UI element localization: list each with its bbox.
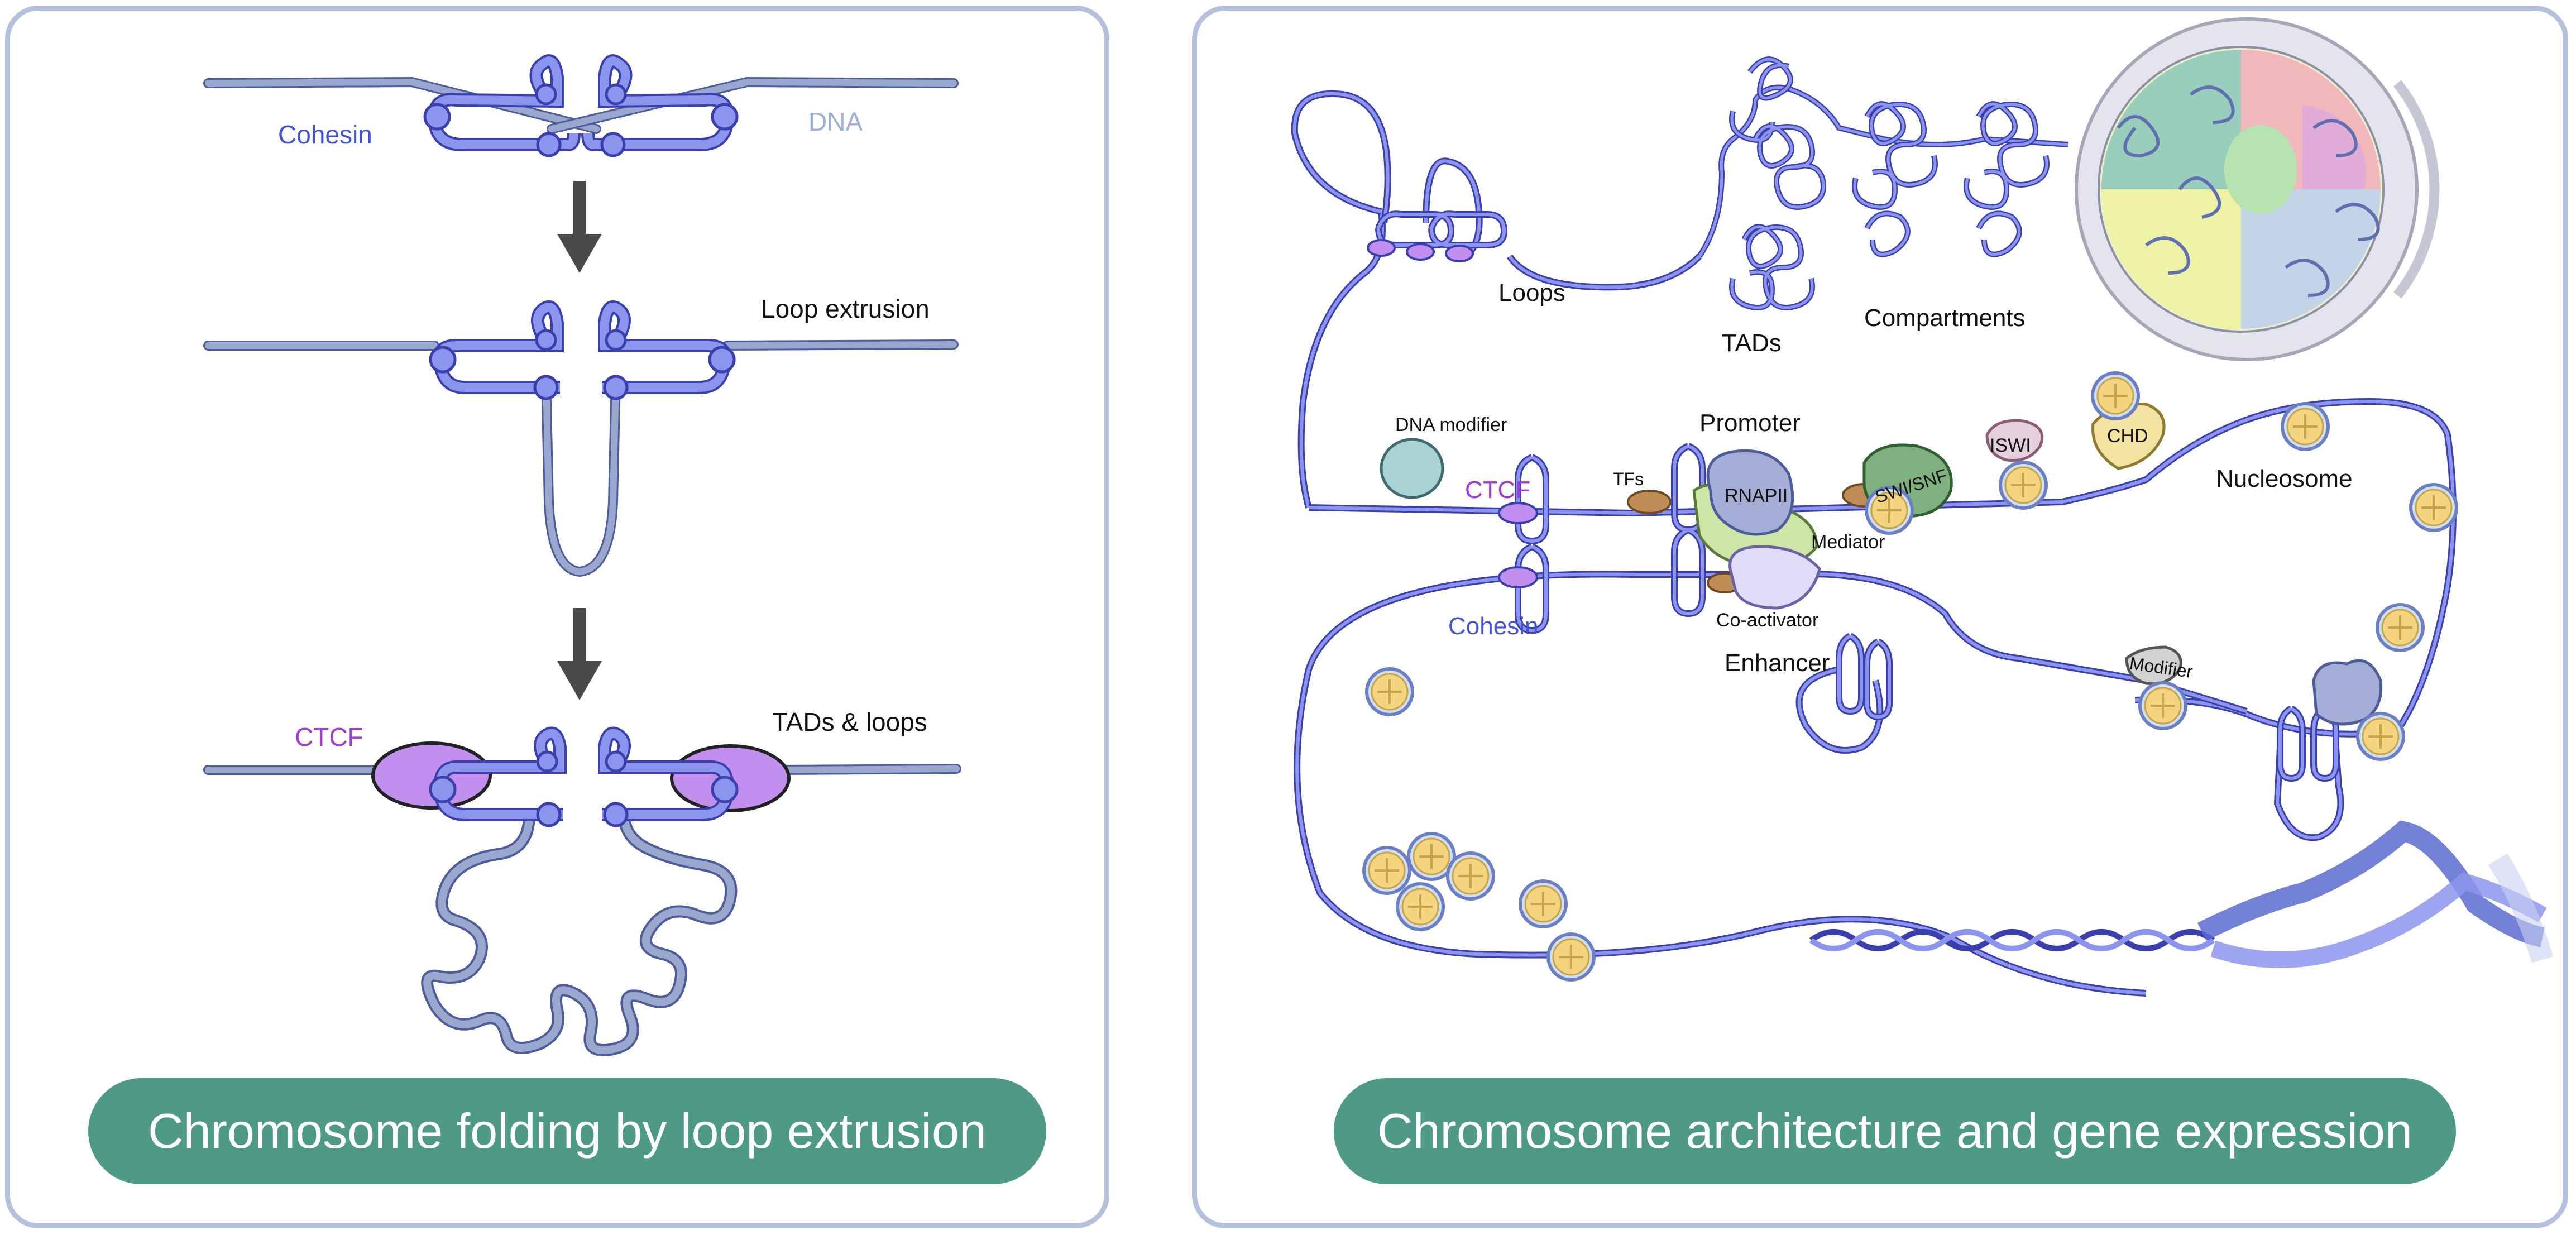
dna-double-helix bbox=[1809, 820, 2554, 968]
coactivator-complex bbox=[1728, 545, 1821, 610]
chromosome-architecture-panel: Loops TADs Compartments DNA modifier Pro… bbox=[1192, 6, 2568, 1228]
stage-1-cohesin-loading: Cohesin DNA bbox=[203, 54, 959, 157]
protein-complex bbox=[2312, 659, 2383, 726]
chromosome-architecture-figure: Loops TADs Compartments DNA modifier Pro… bbox=[1291, 17, 2554, 997]
dna-strand bbox=[548, 78, 957, 132]
loop-extrusion-label: Loop extrusion bbox=[761, 294, 930, 323]
enhancer-label: Enhancer bbox=[1725, 649, 1830, 677]
cohesin-label: Cohesin bbox=[1448, 612, 1538, 640]
ctcf-protein bbox=[371, 741, 492, 810]
rnapii-complex bbox=[1706, 449, 1794, 536]
coactivator-label: Co-activator bbox=[1716, 610, 1818, 631]
iswi-label: ISWI bbox=[1990, 435, 2031, 456]
tads-loops-label: TADs & loops bbox=[772, 707, 927, 736]
rnapii-label: RNAPII bbox=[1725, 485, 1788, 506]
dna-strand bbox=[205, 78, 600, 132]
dna-modifier-label: DNA modifier bbox=[1395, 414, 1507, 435]
iswi-remodeler bbox=[1985, 419, 2044, 462]
panel-title: Chromosome architecture and gene express… bbox=[1334, 1078, 2456, 1184]
ctcf-label: CTCF bbox=[1465, 476, 1530, 504]
tf-protein bbox=[1627, 490, 1672, 514]
panel-title: Chromosome folding by loop extrusion bbox=[88, 1078, 1046, 1184]
cohesin-ring bbox=[423, 54, 739, 157]
dna-label: DNA bbox=[808, 107, 863, 136]
modifier-protein bbox=[2125, 645, 2182, 686]
arrow-down-icon bbox=[557, 608, 602, 700]
tfs-label: TFs bbox=[1613, 469, 1644, 489]
dna-modifier-protein bbox=[1380, 438, 1444, 499]
loops-label: Loops bbox=[1498, 279, 1565, 307]
tads-label: TADs bbox=[1722, 329, 1782, 357]
arrow-down-icon bbox=[557, 181, 602, 273]
cohesin-ring bbox=[429, 300, 736, 400]
ctcf-label: CTCF bbox=[295, 722, 363, 751]
tad-coils bbox=[1729, 56, 2050, 310]
cohesin-complexes bbox=[1375, 210, 2339, 782]
loop-extrusion-figure: Cohesin DNA bbox=[203, 54, 961, 1056]
promoter-label: Promoter bbox=[1699, 409, 1801, 437]
cohesin-label: Cohesin bbox=[278, 120, 372, 149]
nucleosome-label: Nucleosome bbox=[2216, 465, 2353, 492]
chd-label: CHD bbox=[2107, 425, 2148, 447]
compartments-label: Compartments bbox=[1864, 304, 2026, 332]
nucleus-icon bbox=[2075, 17, 2440, 361]
loop-extrusion-panel: Cohesin DNA bbox=[5, 6, 1109, 1228]
stage-3-tads-and-loops: CTCF TADs & loops bbox=[203, 707, 961, 1056]
ctcf-proteins bbox=[1367, 239, 1538, 588]
cohesin-ring bbox=[429, 726, 739, 827]
stage-2-loop-extrusion: Loop extrusion bbox=[203, 294, 959, 577]
mediator-label: Mediator bbox=[1811, 532, 1885, 553]
